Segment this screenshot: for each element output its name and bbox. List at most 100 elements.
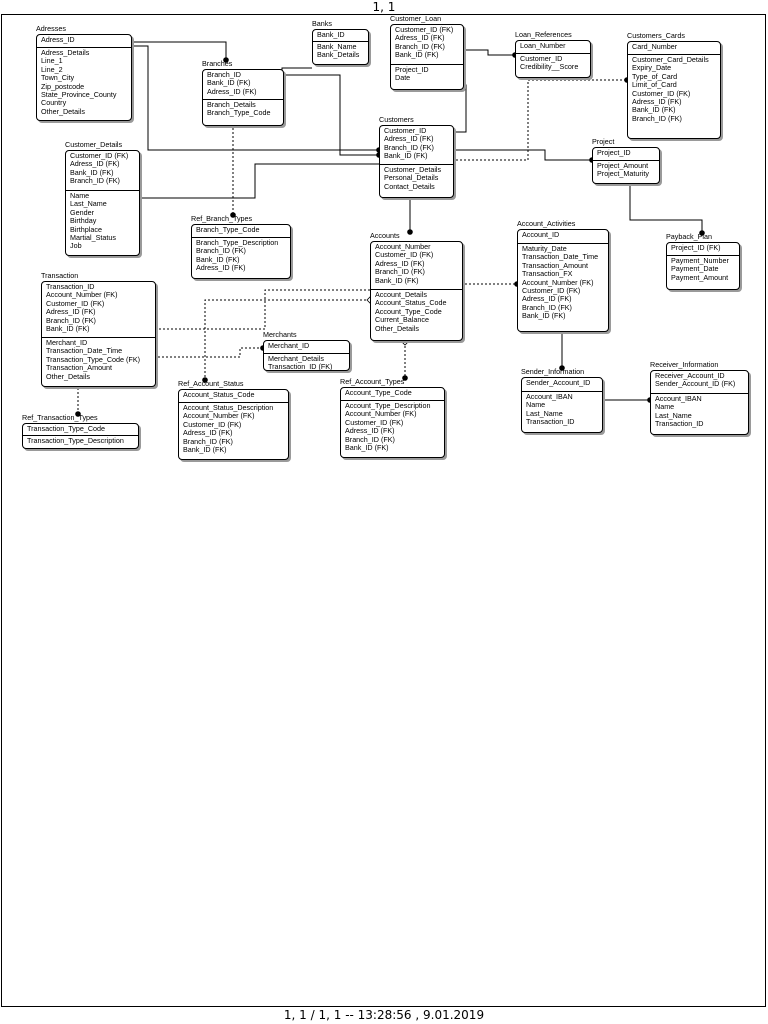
key-attribute: Bank_ID xyxy=(317,30,345,39)
attribute: Merchant_ID xyxy=(46,338,88,347)
attribute: Transaction_ID xyxy=(655,419,704,429)
page-footer: 1, 1 / 1, 1 -- 13:28:56 , 9.01.2019 xyxy=(283,1008,485,1022)
attribute: Birthplace xyxy=(70,224,102,234)
entity-title: Payback_Plan xyxy=(666,232,712,241)
key-attribute: Merchant_ID xyxy=(268,341,310,350)
attribute: Merchant_Details xyxy=(268,354,324,363)
key-attribute: Branch_ID (FK) xyxy=(46,315,96,325)
attribute: Town_City xyxy=(41,73,75,83)
key-attribute: Transaction_ID xyxy=(46,282,95,291)
primary-key-section: Card_Number xyxy=(628,42,720,55)
key-attribute: Customer_ID (FK) xyxy=(395,25,454,34)
entity-title: Receiver_Information xyxy=(650,360,719,369)
key-attribute: Bank_ID (FK) xyxy=(395,50,439,60)
primary-key-section: Branch_Type_Code xyxy=(192,225,290,238)
entity-title: Project xyxy=(592,137,615,146)
key-attribute: Account_Number xyxy=(375,242,431,251)
attribute: Account_Status_Description xyxy=(183,403,274,412)
attribute: Branch_ID (FK) xyxy=(522,302,572,312)
key-attribute: Customer_ID (FK) xyxy=(70,151,129,160)
attribute: Payment_Date xyxy=(671,264,719,274)
primary-key-section: Account_Type_Code xyxy=(341,388,444,401)
key-attribute: Adress_ID (FK) xyxy=(70,159,120,169)
attribute: Account_Details xyxy=(375,290,427,299)
attribute: Adress_ID (FK) xyxy=(196,263,246,273)
key-attribute: Adress_ID (FK) xyxy=(395,33,445,43)
attribute: Limit_of_Card xyxy=(632,80,677,90)
attribute: Account_Status_Code xyxy=(375,298,447,308)
attribute: Transaction_Type_Description xyxy=(27,436,124,445)
attribute: Martial_Status xyxy=(70,233,116,243)
entity-title: Sender_Information xyxy=(521,367,585,376)
attribute: Current_Balance xyxy=(375,315,429,325)
attribute-section: Transaction_Type_Description xyxy=(23,436,138,446)
entity-title: Customer_Details xyxy=(65,140,123,149)
attribute: Account_Number (FK) xyxy=(522,277,594,287)
entity-box: Customer_ID (FK)Adress_ID (FK)Branch_ID … xyxy=(390,24,464,90)
attribute: Customer_Card_Details xyxy=(632,55,709,64)
attribute: Transaction_FX xyxy=(522,269,573,279)
attribute: Last_Name xyxy=(70,199,107,209)
attribute: Adress_Details xyxy=(41,48,90,57)
key-attribute: Adress_ID (FK) xyxy=(46,307,96,317)
entity-title: Loan_References xyxy=(515,30,572,39)
key-attribute: Adress_ID xyxy=(41,35,75,44)
key-attribute: Bank_ID (FK) xyxy=(46,324,90,334)
primary-key-section: Merchant_ID xyxy=(264,341,349,354)
attribute: Customer_Details xyxy=(384,165,442,174)
attribute: Branch_Type_Description xyxy=(196,238,279,247)
attribute: Transaction_Amount xyxy=(522,260,589,270)
attribute: Transaction_Amount xyxy=(46,363,113,373)
key-attribute: Account_Type_Code xyxy=(345,388,412,397)
attribute: Bank_ID (FK) xyxy=(196,254,240,264)
attribute: Transaction_ID (FK) xyxy=(268,362,333,371)
key-attribute: Bank_ID (FK) xyxy=(207,78,251,88)
attribute: Bank_ID (FK) xyxy=(345,443,389,453)
primary-key-section: Project_ID xyxy=(593,148,659,161)
entity-title: Accounts xyxy=(370,231,400,240)
attribute: Other_Details xyxy=(46,371,90,381)
attribute: Account_Number (FK) xyxy=(345,409,417,419)
key-attribute: Account_Number (FK) xyxy=(46,290,118,300)
key-attribute: Branch_ID (FK) xyxy=(384,142,434,152)
attribute: Transaction_Date_Time xyxy=(46,346,123,356)
attribute: Customer_ID (FK) xyxy=(632,88,691,98)
attribute: Expiry_Date xyxy=(632,63,672,73)
entity-title: Customers xyxy=(379,115,414,124)
key-attribute: Sender_Account_ID xyxy=(526,378,591,387)
attribute: Account_Number (FK) xyxy=(183,411,255,421)
key-attribute: Branch_ID xyxy=(207,70,241,79)
page-header: 1, 1 xyxy=(372,0,396,14)
attribute: Line_2 xyxy=(41,64,63,74)
attribute: Type_of_Card xyxy=(632,71,678,81)
attribute: Credibility__Score xyxy=(520,62,579,72)
attribute: Country xyxy=(41,98,67,108)
key-attribute: Loan_Number xyxy=(520,41,566,50)
primary-key-section: Adress_ID xyxy=(37,35,131,48)
entity-title: Account_Activities xyxy=(517,219,576,228)
attribute: Adress_ID (FK) xyxy=(183,428,233,438)
entity-title: Banks xyxy=(312,19,332,28)
attribute: Gender xyxy=(70,207,94,217)
attribute: Zip_postcode xyxy=(41,81,85,91)
